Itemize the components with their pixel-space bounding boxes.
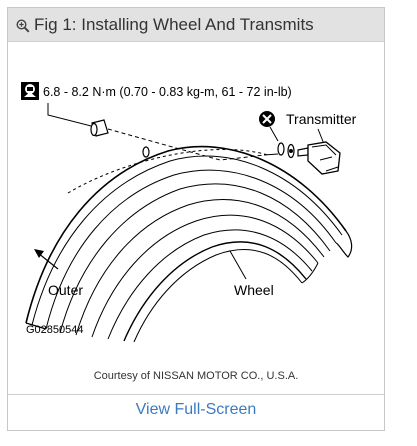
wheel-rim — [25, 145, 353, 343]
seal-leader-line — [269, 126, 279, 142]
wheel-transmitter-diagram: 6.8 - 8.2 N·m (0.70 - 0.83 kg-m, 61 - 72… — [21, 82, 357, 343]
courtesy-note: Courtesy of NISSAN MOTOR CO., U.S.A. — [93, 370, 299, 382]
figure-header: Fig 1: Installing Wheel And Transmits — [8, 8, 384, 42]
torque-wrench-icon — [21, 82, 39, 100]
valve-nut — [90, 119, 109, 137]
transmitter-assembly — [263, 141, 341, 175]
do-not-reuse-icon — [259, 111, 275, 127]
valve-centerline — [107, 128, 265, 161]
torque-spec-label: 6.8 - 8.2 N·m (0.70 - 0.83 kg-m, 61 - 72… — [43, 85, 292, 99]
figure-code: G02850544 — [26, 324, 84, 336]
valve-hole — [142, 146, 150, 158]
zoom-in-icon[interactable] — [16, 18, 30, 33]
torque-leader-line — [47, 103, 104, 130]
divider — [8, 394, 384, 395]
outer-label: Outer — [48, 282, 83, 298]
transmitter-label: Transmitter — [286, 111, 357, 127]
wheel-leader-line — [229, 250, 247, 280]
outer-direction-arrow — [34, 249, 59, 270]
figure-title: Fig 1: Installing Wheel And Transmits — [34, 14, 314, 34]
wheel-label: Wheel — [234, 282, 274, 298]
view-fullscreen-link[interactable]: View Full-Screen — [135, 401, 257, 418]
figure-panel: Fig 1: Installing Wheel And Transmits 6.… — [7, 7, 385, 431]
